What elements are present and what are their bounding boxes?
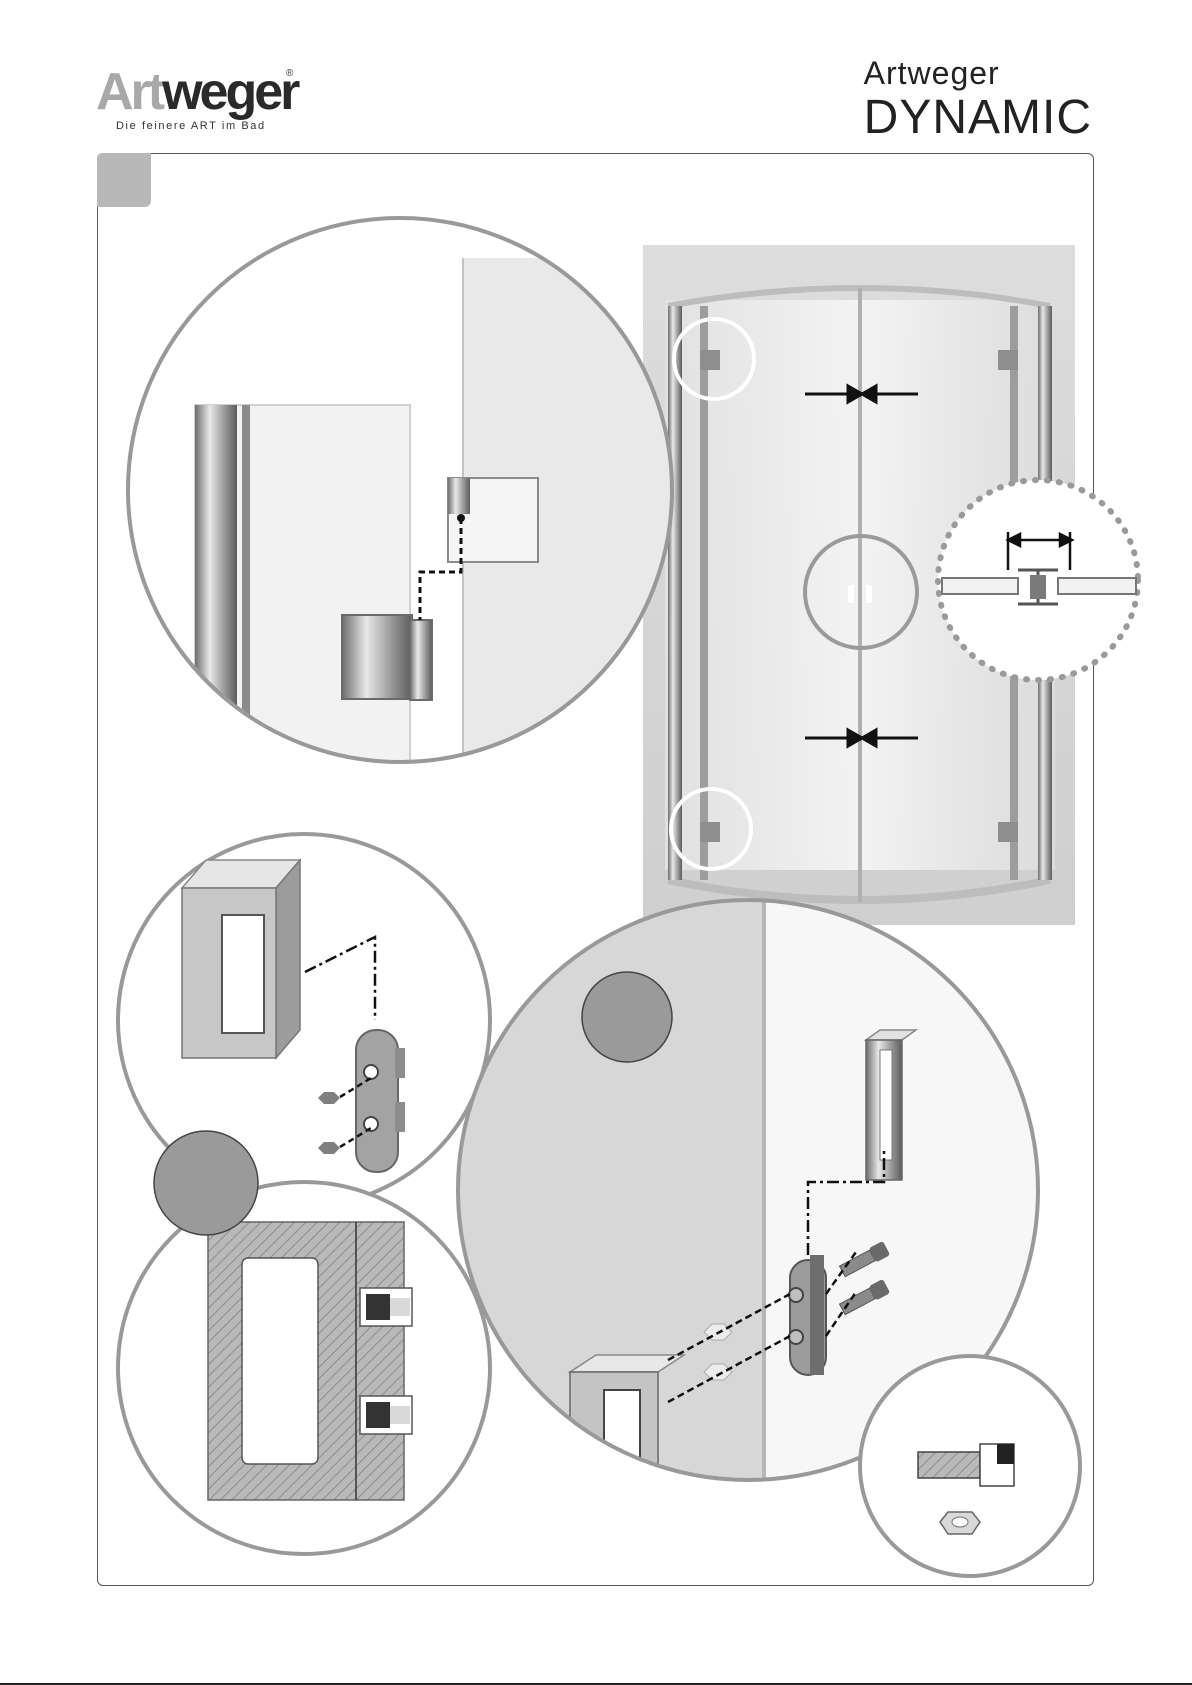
magnetic-seal-icon — [938, 480, 1138, 680]
hinge-section-icon — [118, 1182, 490, 1554]
step-marker-b — [154, 1131, 258, 1235]
step-marker-a — [582, 972, 672, 1062]
hinge-detail-icon — [128, 218, 703, 865]
screw-nut-icon — [860, 1356, 1080, 1576]
